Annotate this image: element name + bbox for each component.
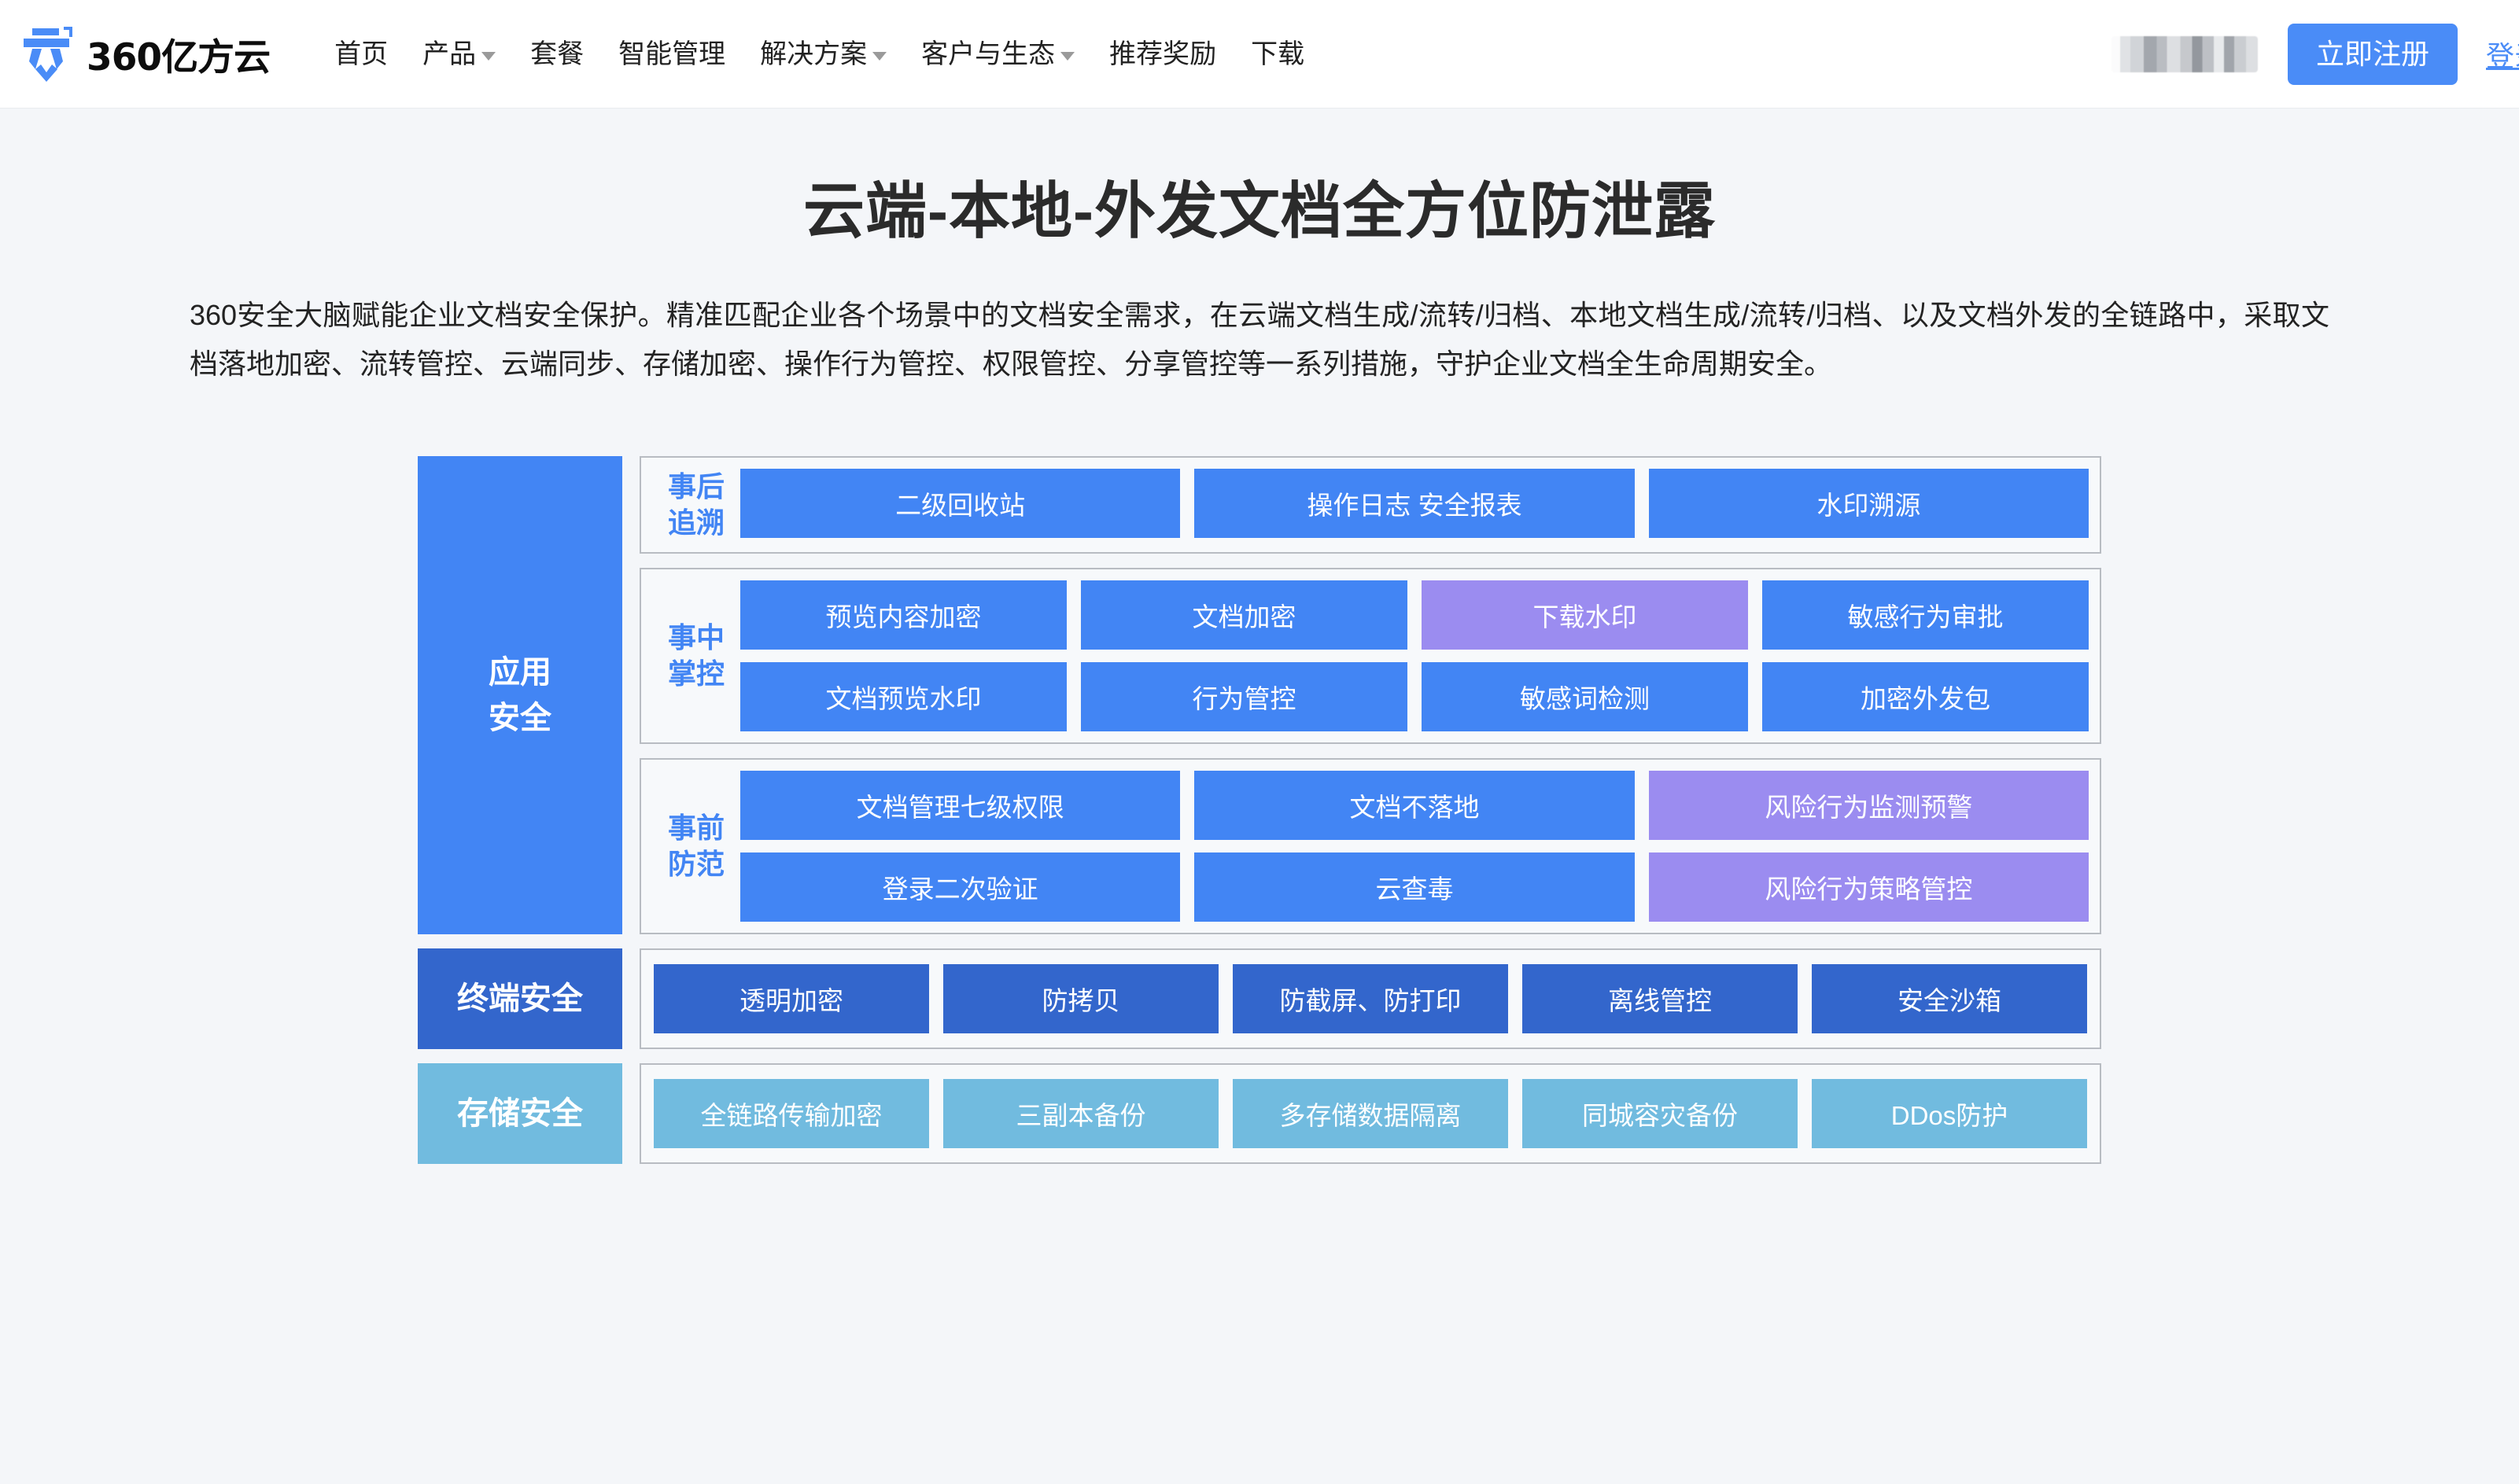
capability-tile[interactable]: 加密外发包 <box>1762 661 2089 731</box>
page-body: 云端-本地-外发文档全方位防泄露 360安全大脑赋能企业文档安全保护。精准匹配企… <box>0 109 2519 1164</box>
capability-tile[interactable]: 敏感行为审批 <box>1762 580 2089 650</box>
band-label: 存储安全 <box>418 1062 622 1164</box>
brand-name: 360亿方云 <box>87 36 271 79</box>
band-body: 透明加密防拷贝防截屏、防打印离线管控安全沙箱 <box>640 948 2101 1049</box>
capability-tile[interactable]: 文档加密 <box>1081 580 1407 650</box>
nav-item-products[interactable]: 产品 <box>405 0 513 109</box>
brand-logo[interactable]: 360亿方云 <box>22 25 271 83</box>
group-label: 事后 追溯 <box>667 470 725 539</box>
capability-tile[interactable]: 下载水印 <box>1422 580 1748 650</box>
chevron-down-icon <box>872 52 887 61</box>
capability-tile[interactable]: 防截屏、防打印 <box>1233 963 1508 1033</box>
group-rows: 文档管理七级权限文档不落地风险行为监测预警登录二次验证云查毒风险行为策略管控 <box>740 770 2089 922</box>
capability-tile[interactable]: 安全沙箱 <box>1812 963 2087 1033</box>
capability-tile[interactable]: 风险行为监测预警 <box>1648 770 2089 840</box>
nav-label: 下载 <box>1251 39 1305 69</box>
security-architecture-diagram: 应用 安全事后 追溯二级回收站操作日志 安全报表水印溯源事中 掌控预览内容加密文… <box>418 455 2101 1164</box>
nav-item-smart-management[interactable]: 智能管理 <box>601 0 743 109</box>
header-actions: 立即注册 登录 <box>2111 0 2519 109</box>
group-rows: 透明加密防拷贝防截屏、防打印离线管控安全沙箱 <box>654 963 2087 1033</box>
band-label: 终端安全 <box>418 948 622 1049</box>
nav-item-home[interactable]: 首页 <box>317 0 405 109</box>
capability-row: 预览内容加密文档加密下载水印敏感行为审批 <box>740 580 2089 650</box>
nav-label: 客户与生态 <box>921 39 1056 69</box>
band-body: 事后 追溯二级回收站操作日志 安全报表水印溯源事中 掌控预览内容加密文档加密下载… <box>640 455 2101 934</box>
register-button[interactable]: 立即注册 <box>2287 24 2458 85</box>
capability-tile[interactable]: 预览内容加密 <box>740 580 1067 650</box>
capability-tile[interactable]: 文档预览水印 <box>740 661 1067 731</box>
nav-label: 套餐 <box>530 39 585 69</box>
chevron-down-icon <box>1060 52 1075 61</box>
hero-section: 云端-本地-外发文档全方位防泄露 360安全大脑赋能企业文档安全保护。精准匹配企… <box>182 109 2337 388</box>
diagram-band: 终端安全透明加密防拷贝防截屏、防打印离线管控安全沙箱 <box>418 948 2101 1049</box>
yifangyun-logo-icon <box>24 26 72 82</box>
nav-label: 智能管理 <box>618 39 726 69</box>
group-rows: 二级回收站操作日志 安全报表水印溯源 <box>740 468 2089 541</box>
main-navigation: 首页 产品 套餐 智能管理 解决方案 客户与生态 推荐奖励 下载 <box>317 0 1322 109</box>
capability-tile[interactable]: 操作日志 安全报表 <box>1194 468 1635 538</box>
blurred-user-info <box>2111 36 2258 72</box>
nav-item-download[interactable]: 下载 <box>1234 0 1322 109</box>
capability-row: 登录二次验证云查毒风险行为策略管控 <box>740 852 2089 922</box>
capability-tile[interactable]: 水印溯源 <box>1648 468 2089 538</box>
nav-label: 解决方案 <box>760 39 868 69</box>
hero-description: 360安全大脑赋能企业文档安全保护。精准匹配企业各个场景中的文档安全需求，在云端… <box>190 298 2329 380</box>
band-label: 应用 安全 <box>418 455 622 934</box>
capability-tile[interactable]: 二级回收站 <box>740 468 1181 538</box>
diagram-group: 事后 追溯二级回收站操作日志 安全报表水印溯源 <box>640 455 2101 554</box>
nav-label: 产品 <box>422 39 477 69</box>
capability-tile[interactable]: 多存储数据隔离 <box>1233 1078 1508 1148</box>
diagram-band: 应用 安全事后 追溯二级回收站操作日志 安全报表水印溯源事中 掌控预览内容加密文… <box>418 455 2101 934</box>
diagram-group: 透明加密防拷贝防截屏、防打印离线管控安全沙箱 <box>640 948 2101 1049</box>
group-rows: 预览内容加密文档加密下载水印敏感行为审批文档预览水印行为管控敏感词检测加密外发包 <box>740 580 2089 731</box>
site-header: 360亿方云 首页 产品 套餐 智能管理 解决方案 客户与生态 推荐奖励 下载 <box>0 0 2519 109</box>
capability-row: 文档管理七级权限文档不落地风险行为监测预警 <box>740 770 2089 840</box>
capability-tile[interactable]: 行为管控 <box>1081 661 1407 731</box>
capability-tile[interactable]: 三副本备份 <box>943 1078 1219 1148</box>
capability-row: 文档预览水印行为管控敏感词检测加密外发包 <box>740 661 2089 731</box>
nav-item-customers-ecosystem[interactable]: 客户与生态 <box>904 0 1092 109</box>
capability-tile[interactable]: 全链路传输加密 <box>654 1078 929 1148</box>
capability-tile[interactable]: 云查毒 <box>1194 852 1635 922</box>
nav-item-packages[interactable]: 套餐 <box>513 0 601 109</box>
capability-row: 二级回收站操作日志 安全报表水印溯源 <box>740 468 2089 538</box>
diagram-group: 事前 防范文档管理七级权限文档不落地风险行为监测预警登录二次验证云查毒风险行为策… <box>640 757 2101 934</box>
capability-tile[interactable]: DDos防护 <box>1812 1078 2087 1148</box>
nav-item-referral-rewards[interactable]: 推荐奖励 <box>1092 0 1234 109</box>
capability-tile[interactable]: 文档不落地 <box>1194 770 1635 840</box>
capability-tile[interactable]: 风险行为策略管控 <box>1648 852 2089 922</box>
nav-label: 推荐奖励 <box>1109 39 1217 69</box>
capability-tile[interactable]: 登录二次验证 <box>740 852 1181 922</box>
group-label: 事中 掌控 <box>667 620 725 690</box>
chevron-down-icon <box>481 52 496 61</box>
nav-label: 首页 <box>334 39 389 69</box>
group-label: 事前 防范 <box>667 811 725 880</box>
capability-tile[interactable]: 离线管控 <box>1522 963 1798 1033</box>
capability-row: 透明加密防拷贝防截屏、防打印离线管控安全沙箱 <box>654 963 2087 1033</box>
login-link[interactable]: 登录 <box>2485 40 2519 72</box>
capability-tile[interactable]: 防拷贝 <box>943 963 1219 1033</box>
capability-tile[interactable]: 文档管理七级权限 <box>740 770 1181 840</box>
diagram-group: 事中 掌控预览内容加密文档加密下载水印敏感行为审批文档预览水印行为管控敏感词检测… <box>640 567 2101 744</box>
page-title: 云端-本地-外发文档全方位防泄露 <box>803 176 1716 245</box>
capability-tile[interactable]: 同城容灾备份 <box>1522 1078 1798 1148</box>
capability-tile[interactable]: 透明加密 <box>654 963 929 1033</box>
nav-item-solutions[interactable]: 解决方案 <box>743 0 904 109</box>
capability-tile[interactable]: 敏感词检测 <box>1422 661 1748 731</box>
